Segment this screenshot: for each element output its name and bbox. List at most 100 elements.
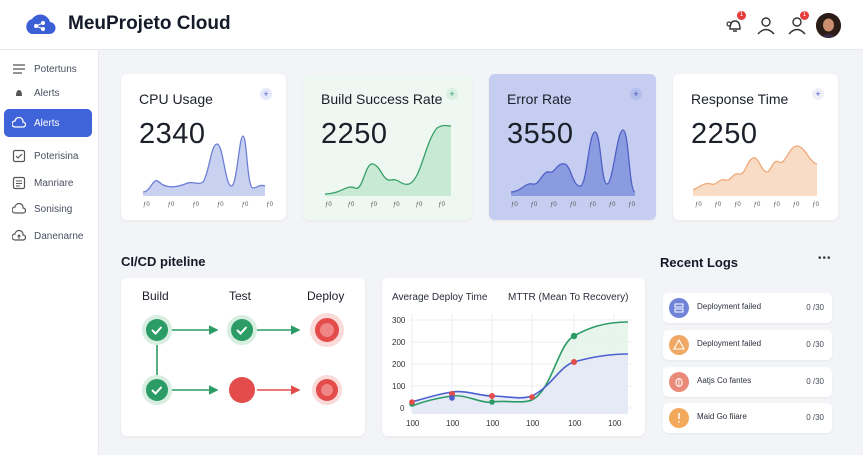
deploy-failed-node — [310, 313, 344, 347]
metric-title: Response Time — [691, 91, 789, 107]
pipeline-diagram — [142, 313, 344, 405]
tick-label: ƒ0 — [753, 202, 761, 208]
deploy-failed-node-2 — [312, 375, 342, 405]
x-ticks: ƒ0 ƒ0 ƒ0 ƒ0 ƒ0 ƒ0 ƒ0 — [695, 202, 819, 208]
cloud-upload-icon — [12, 229, 26, 241]
tick-label: ƒ0 — [216, 202, 224, 208]
plus-icon[interactable]: + — [260, 88, 272, 100]
chart-title-left: Average Deploy Time — [392, 292, 488, 303]
metric-card-cpu[interactable]: CPU Usage + 2340 ƒ0 ƒ0 ƒ0 ƒ0 ƒ0 ƒ0 — [121, 74, 286, 220]
user-icon[interactable] — [755, 14, 777, 36]
tick-label: ƒ0 — [415, 202, 423, 208]
more-options-icon[interactable]: ••• — [818, 253, 832, 264]
tick-label: ƒ0 — [143, 202, 150, 208]
data-point — [489, 393, 495, 399]
plus-icon[interactable]: + — [446, 88, 458, 100]
sidebar-item-label: Manriare — [34, 177, 74, 189]
sidebar-item-manriare[interactable]: Manriare — [4, 169, 92, 197]
x-ticks: ƒ0 ƒ0 ƒ0 ƒ0 ƒ0 ƒ0 — [143, 202, 273, 208]
log-item[interactable]: Deployment failed 0 /30 — [663, 330, 832, 360]
sidebar-item-label: Poterisina — [34, 150, 79, 162]
series-line-blue — [411, 353, 629, 403]
team-badge: 1 — [800, 11, 809, 20]
sidebar-item-danenarne[interactable]: Danenarne — [4, 222, 92, 250]
tick-label: ƒ0 — [589, 202, 596, 208]
warning-icon — [669, 335, 689, 355]
sidebar-item-alerts[interactable]: Alerts — [4, 79, 92, 107]
cloud-outline-icon — [12, 202, 26, 214]
y-tick: 0 — [400, 404, 405, 413]
tick-label: ƒ0 — [550, 202, 557, 208]
sidebar-item-label: Sonising — [34, 203, 73, 215]
log-item[interactable]: Deployment failed 0 /30 — [663, 293, 832, 323]
tick-label: ƒ0 — [734, 202, 741, 208]
tick-label: ƒ0 — [347, 202, 355, 208]
plus-icon[interactable]: + — [630, 88, 642, 100]
sparkline-chart — [510, 129, 636, 196]
sidebar-item-potertuns[interactable]: Potertuns — [4, 55, 92, 83]
metric-value: 2340 — [139, 118, 206, 150]
cloud-logo-icon[interactable] — [22, 10, 56, 40]
metric-card-build-success[interactable]: Build Success Rate + 2250 ƒ0 ƒ0 ƒ0 ƒ0 ƒ0… — [303, 74, 472, 220]
sidebar-item-poterisina[interactable]: Poterisina — [4, 142, 92, 170]
metric-card-error-rate[interactable]: Error Rate + 3550 ƒ0 ƒ0 ƒ0 ƒ0 ƒ0 ƒ0 ƒ0 — [489, 74, 656, 220]
x-tick: 100 — [608, 419, 622, 428]
log-time: 0 /30 — [806, 377, 824, 386]
tick-label: ƒ0 — [192, 202, 199, 208]
sidebar-item-alerts-active[interactable]: Alerts — [4, 109, 92, 137]
pipeline-title: CI/CD piteline — [121, 254, 206, 269]
tick-label: ƒ0 — [695, 202, 702, 208]
x-ticks: ƒ0 ƒ0 ƒ0 ƒ0 ƒ0 ƒ0 ƒ0 — [511, 202, 635, 208]
app-title: MeuProjeto Cloud — [68, 13, 231, 34]
chart-title-right: MTTR (Mean To Recovery) — [508, 292, 628, 303]
team-icon[interactable] — [786, 14, 808, 36]
x-ticks: ƒ0 ƒ0 ƒ0 ƒ0 ƒ0 ƒ0 — [325, 202, 445, 208]
tick-label: ƒ0 — [167, 202, 175, 208]
x-tick: 100 — [406, 419, 420, 428]
tick-label: ƒ0 — [530, 202, 538, 208]
sidebar-item-label: Danenarne — [34, 230, 84, 242]
metric-title: CPU Usage — [139, 91, 213, 107]
metric-title: Error Rate — [507, 91, 572, 107]
tick-label: ƒ0 — [569, 202, 577, 208]
bell-icon — [16, 90, 22, 98]
sparkline-chart — [324, 124, 452, 196]
log-message: Deployment failed — [697, 302, 762, 311]
tick-label: ƒ0 — [773, 202, 780, 208]
stage-label-build: Build — [142, 289, 169, 303]
pipeline-card: Build Test Deploy — [121, 278, 365, 436]
sparkline-chart — [692, 145, 818, 196]
data-point — [449, 395, 455, 401]
alerts-badge: 1 — [737, 11, 746, 20]
log-time: 0 /30 — [806, 340, 824, 349]
tick-label: ƒ0 — [511, 202, 518, 208]
tick-label: ƒ0 — [628, 202, 635, 208]
app-header: MeuProjeto Cloud 1 1 — [0, 0, 863, 50]
log-message: Deployment failed — [697, 339, 762, 348]
log-item[interactable]: Aatjs Co fantes 0 /30 — [663, 367, 832, 397]
data-point — [409, 399, 415, 405]
sidebar-item-sonising[interactable]: Sonising — [4, 195, 92, 223]
stage-label-deploy: Deploy — [307, 289, 345, 303]
deploy-line-chart: Average Deploy Time MTTR (Mean To Recove… — [392, 292, 632, 428]
test-failed-node — [229, 377, 255, 403]
sparkline-chart — [142, 135, 266, 196]
data-point — [571, 359, 577, 365]
deploy-chart-card: Average Deploy Time MTTR (Mean To Recove… — [382, 278, 645, 436]
metric-value: 2250 — [691, 118, 758, 150]
y-tick: 200 — [392, 360, 406, 369]
metric-card-response-time[interactable]: Response Time + 2250 ƒ0 ƒ0 ƒ0 ƒ0 ƒ0 ƒ0 ƒ… — [673, 74, 838, 220]
tick-label: ƒ0 — [266, 202, 273, 208]
metric-value: 2250 — [321, 118, 388, 150]
y-tick: 100 — [392, 382, 406, 391]
sidebar-item-label: Alerts — [34, 117, 60, 129]
tick-label: ƒ0 — [812, 202, 819, 208]
recent-logs-title: Recent Logs — [660, 255, 739, 270]
avatar[interactable] — [816, 13, 841, 38]
data-point — [570, 332, 578, 340]
server-icon — [669, 298, 689, 318]
plus-icon[interactable]: + — [812, 88, 824, 100]
menu-icon — [13, 64, 25, 74]
log-item[interactable]: Maid Go fiiare 0 /30 — [663, 403, 832, 433]
alerts-icon[interactable] — [724, 14, 746, 36]
